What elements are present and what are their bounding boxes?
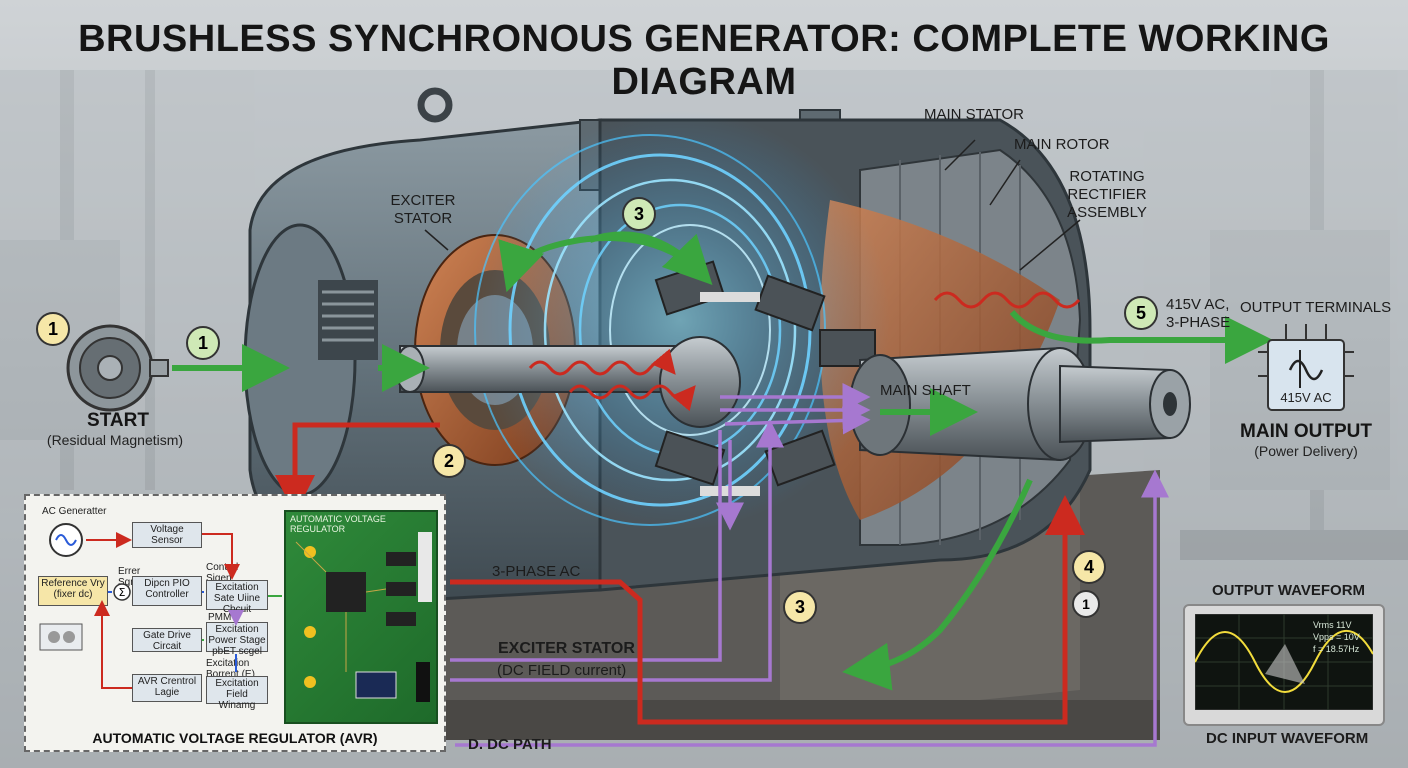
start-step-badge: 1 (36, 312, 70, 346)
step-3-bottom-badge: 3 (783, 590, 817, 624)
exciter-stator-label: EXCITER STATOR (390, 192, 456, 227)
main-shaft-label: MAIN SHAFT (880, 382, 971, 399)
exciter-stator-bottom-label: EXCITER STATOR (498, 640, 635, 657)
svg-text:Σ: Σ (119, 586, 126, 599)
lifting-eye (417, 87, 453, 123)
scope-screen (1195, 614, 1373, 710)
avr-title: AUTOMATIC VOLTAGE REGULATOR (AVR) (92, 730, 378, 746)
main-rotor-label: MAIN ROTOR (1014, 136, 1110, 153)
scope-frequency: f = 18.57Hz (1313, 644, 1360, 654)
red-flow-arrows (275, 422, 1085, 725)
vent-grille (318, 280, 378, 360)
rectifier-assembly (654, 260, 876, 496)
start-label: START (87, 410, 149, 431)
scope-vpp: Vpps = 10V (1313, 632, 1360, 642)
avr-control-block: AVR Crentrol Lagie (132, 674, 202, 702)
main-shaft (395, 336, 1191, 462)
leader-lines (424, 139, 1081, 271)
output-waveform-label: OUTPUT WAVEFORM (1212, 582, 1366, 599)
scope-vrms: Vrms 11V (1313, 620, 1352, 630)
gate-drive-block: Gate Drive Circait (132, 628, 202, 652)
avr-panel: AC Generatter Voltage Sensor Reference V… (24, 494, 446, 752)
page-title: BRUSHLESS SYNCHRONOUS GENERATOR: COMPLET… (78, 18, 1330, 103)
voltage-sensor-block: Voltage Sensor (132, 522, 202, 548)
step-5-badge: 5 (1124, 296, 1158, 330)
dc-path-label: D. DC PATH (468, 736, 552, 753)
main-output-sublabel: (Power Delivery) (1254, 443, 1358, 459)
dc-paths-internal (450, 383, 1169, 747)
ac-generator-label: AC Generatter (42, 506, 107, 517)
main-stator-label: MAIN STATOR (924, 106, 1025, 123)
pid-controller-block: Dipcn PIO Controller (132, 576, 202, 606)
pcb-title: AUTOMATIC VOLTAGE REGULATOR (290, 514, 386, 534)
green-flow-arrows (172, 231, 1273, 691)
dc-input-waveform-label: DC INPUT WAVEFORM (1206, 730, 1369, 747)
field-winding-block: Excitation Field Winamg (206, 676, 268, 711)
step-3-top-badge: 3 (622, 197, 656, 231)
pwm-label: PMM (208, 612, 232, 623)
excitation-current-label: Excitation Borrent (E) (206, 658, 255, 680)
step-2-badge: 2 (432, 444, 466, 478)
rotating-rectifier-label: ROTATING RECTIFIER ASSEMBLY (1067, 168, 1147, 221)
power-stage-block: Excitation Power Stage pbET scgel (206, 622, 268, 657)
voltage-note: 415V AC, 3-PHASE (1166, 296, 1231, 331)
step-1-small-badge: 1 (1072, 590, 1100, 618)
pcb-components (295, 532, 432, 702)
summing-junction-icon: Σ (113, 583, 131, 601)
step-1-badge: 1 (186, 326, 220, 360)
dc-field-current-label: (DC FIELD current) (497, 662, 627, 679)
ac-generator-icon (49, 523, 83, 557)
avr-circuit-board: AUTOMATIC VOLTAGE REGULATOR (284, 510, 438, 724)
main-output-label: MAIN OUTPUT (1240, 421, 1372, 442)
ac-waveforms (528, 291, 1081, 412)
control-signal-label: Control Sigen (206, 562, 239, 584)
avr-block-connections (86, 532, 282, 689)
start-motor-icon (66, 324, 169, 412)
output-terminal-box (1258, 324, 1354, 411)
excitation-gate-block: Excitation Sate Uiine Cbcuit (206, 580, 268, 615)
terminal-box-value: 415V AC (1280, 390, 1332, 405)
start-sublabel: (Residual Magnetism) (46, 432, 184, 448)
output-terminals-label: OUTPUT TERMINALS (1240, 299, 1392, 316)
oscilloscope: Vrms 11V Vpps = 10V f = 18.57Hz (1183, 604, 1385, 726)
step-4-badge: 4 (1072, 550, 1106, 584)
sensor-icon (39, 623, 83, 651)
error-signal-label: Errer Sgnel (118, 566, 144, 588)
three-phase-label: 3-PHASE AC (492, 563, 581, 580)
